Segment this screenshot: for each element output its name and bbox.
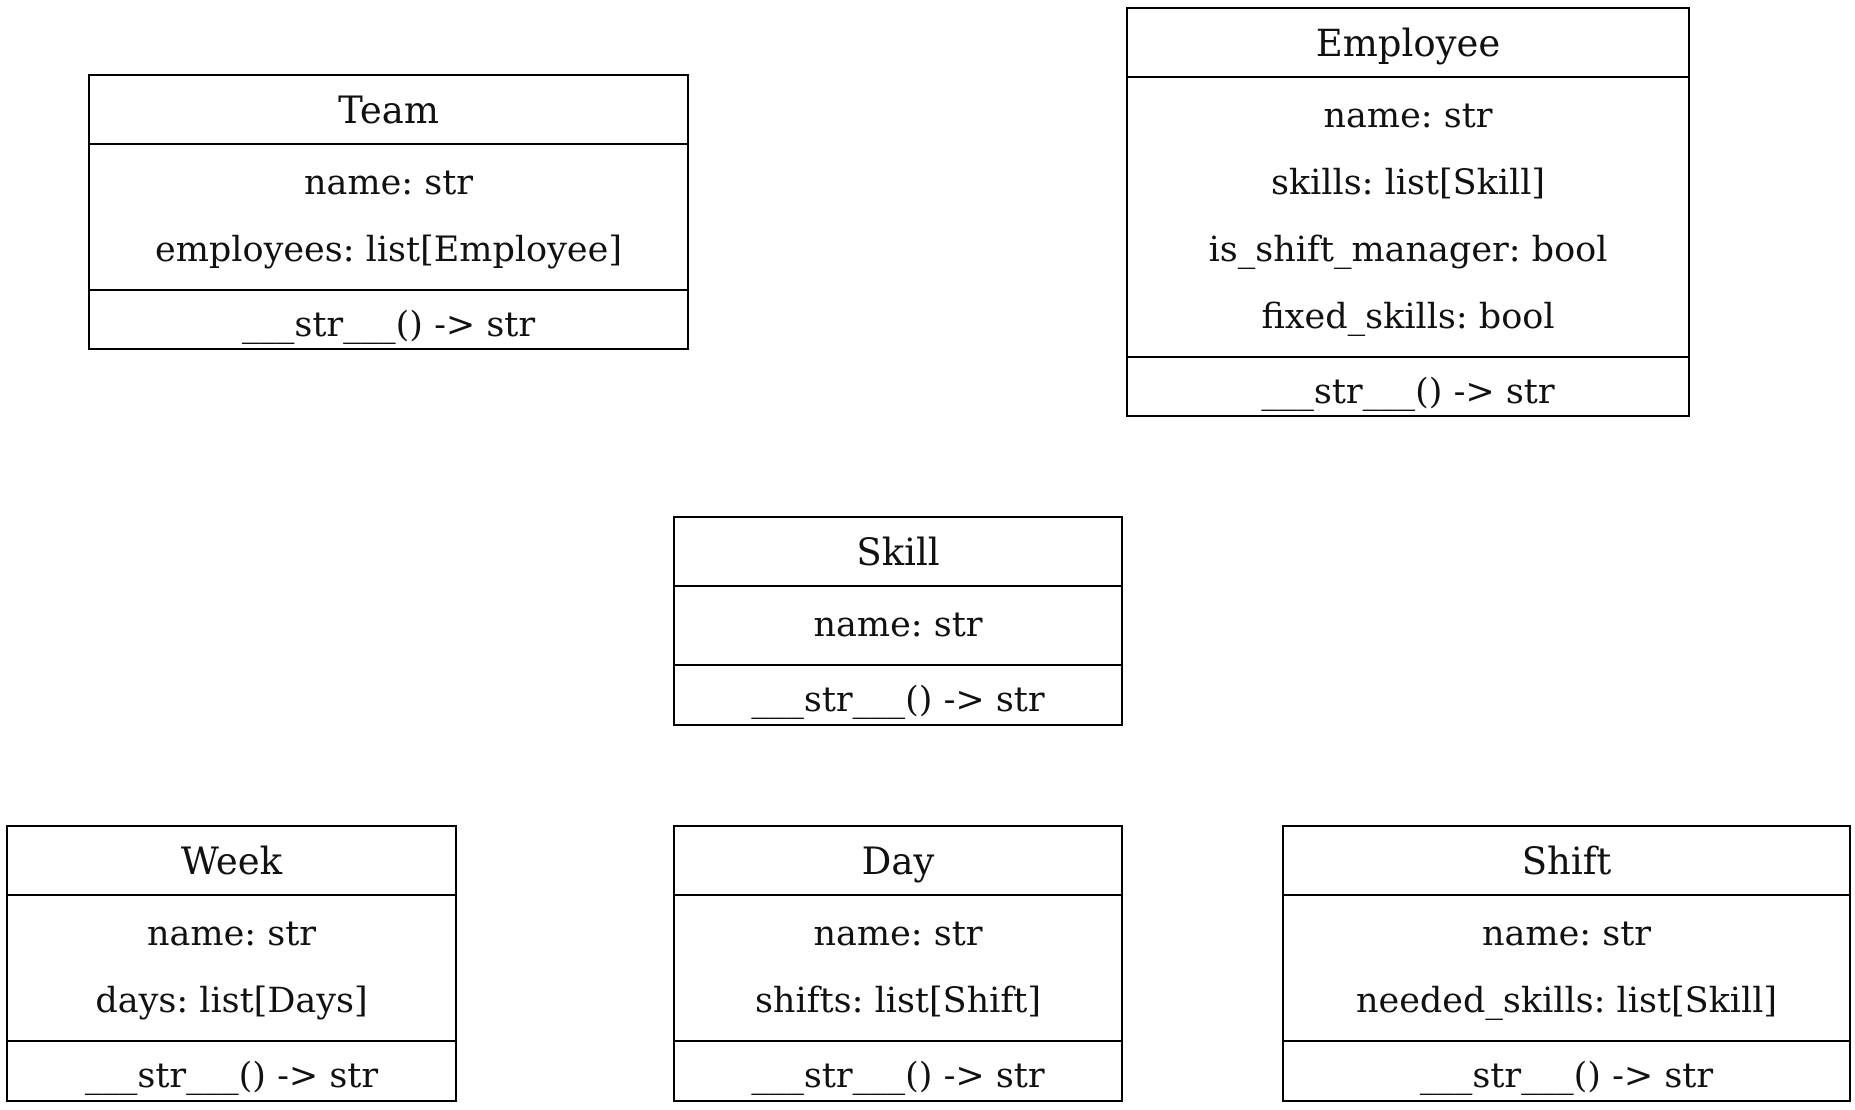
skill-method-str: ___str___() -> str (751, 679, 1045, 720)
skill-attributes: name: str (675, 587, 1121, 666)
skill-class-name: Skill (675, 518, 1121, 587)
week-attributes: name: str days: list[Days] (8, 896, 455, 1042)
employee-attribute-name: name: str (1323, 96, 1493, 136)
day-methods: ___str___() -> str (675, 1042, 1121, 1110)
employee-class-box: Employee name: str skills: list[Skill] i… (1126, 7, 1690, 417)
team-attribute-name: name: str (304, 163, 473, 203)
team-method-str: ___str___() -> str (241, 304, 536, 345)
employee-attribute-is-shift-manager: is_shift_manager: bool (1208, 230, 1608, 270)
shift-class-name: Shift (1284, 827, 1849, 896)
employee-method-str: ___str___() -> str (1261, 371, 1555, 412)
week-method-str: ___str___() -> str (84, 1055, 379, 1096)
skill-class-box: Skill name: str ___str___() -> str (673, 516, 1123, 726)
employee-attributes: name: str skills: list[Skill] is_shift_m… (1128, 78, 1688, 358)
shift-attribute-needed-skills: needed_skills: list[Skill] (1355, 981, 1778, 1021)
week-class-box: Week name: str days: list[Days] ___str__… (6, 825, 457, 1102)
day-attribute-shifts: shifts: list[Shift] (754, 981, 1042, 1021)
shift-attribute-name: name: str (1482, 914, 1651, 954)
shift-attributes: name: str needed_skills: list[Skill] (1284, 896, 1849, 1042)
employee-attribute-fixed-skills: fixed_skills: bool (1261, 297, 1555, 337)
week-methods: ___str___() -> str (8, 1042, 455, 1110)
skill-attribute-name: name: str (813, 605, 983, 645)
team-class-box: Team name: str employees: list[Employee]… (88, 74, 689, 350)
team-attributes: name: str employees: list[Employee] (90, 145, 687, 291)
employee-methods: ___str___() -> str (1128, 358, 1688, 426)
team-methods: ___str___() -> str (90, 291, 687, 359)
week-attribute-days: days: list[Days] (95, 981, 368, 1021)
day-attributes: name: str shifts: list[Shift] (675, 896, 1121, 1042)
day-class-box: Day name: str shifts: list[Shift] ___str… (673, 825, 1123, 1102)
shift-methods: ___str___() -> str (1284, 1042, 1849, 1110)
week-attribute-name: name: str (147, 914, 316, 954)
day-method-str: ___str___() -> str (751, 1055, 1045, 1096)
shift-method-str: ___str___() -> str (1419, 1055, 1714, 1096)
team-class-name: Team (90, 76, 687, 145)
employee-class-name: Employee (1128, 9, 1688, 78)
day-class-name: Day (675, 827, 1121, 896)
week-class-name: Week (8, 827, 455, 896)
employee-attribute-skills: skills: list[Skill] (1270, 163, 1546, 203)
team-attribute-employees: employees: list[Employee] (155, 230, 622, 270)
day-attribute-name: name: str (813, 914, 983, 954)
shift-class-box: Shift name: str needed_skills: list[Skil… (1282, 825, 1851, 1102)
skill-methods: ___str___() -> str (675, 666, 1121, 734)
